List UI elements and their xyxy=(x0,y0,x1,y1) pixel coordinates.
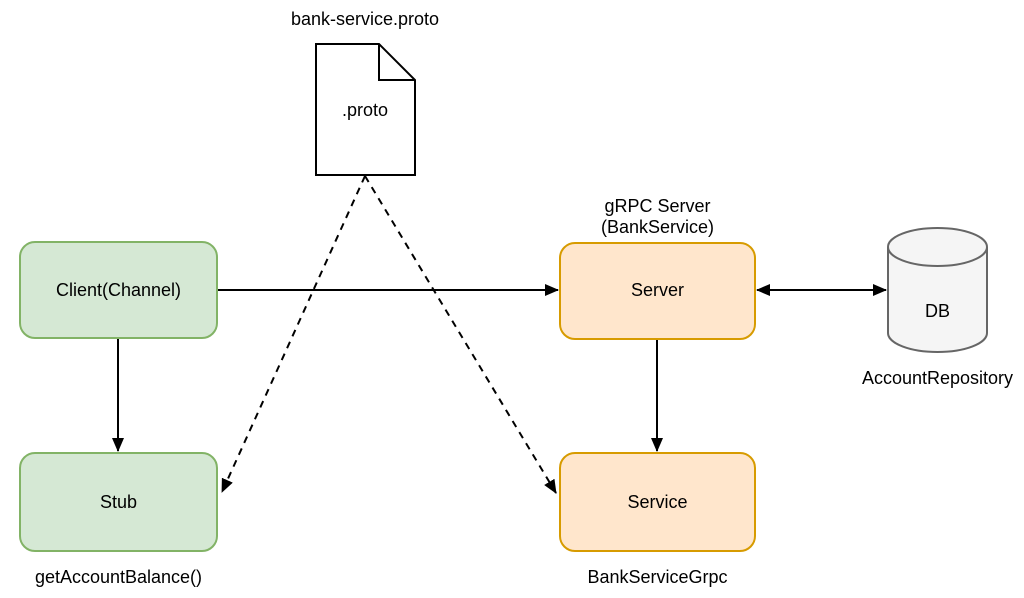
db-caption: AccountRepository xyxy=(862,368,1013,388)
document-body xyxy=(315,43,416,176)
service-box xyxy=(559,452,756,552)
proto-document-icon: .proto xyxy=(315,43,416,176)
client-box xyxy=(19,241,218,339)
server-label: Server xyxy=(631,280,684,300)
client-node: Client(Channel) xyxy=(19,241,218,339)
db-label: DB xyxy=(925,301,950,321)
stub-label: Stub xyxy=(100,492,137,512)
service-node: Service xyxy=(559,452,756,552)
database-icon: DB xyxy=(887,227,988,353)
server-box xyxy=(559,242,756,340)
db-top xyxy=(887,227,988,267)
stub-caption: getAccountBalance() xyxy=(35,567,202,587)
server-node: Server xyxy=(559,242,756,340)
dashed-arrow-proto-to-service xyxy=(364,175,557,494)
service-caption: BankServiceGrpc xyxy=(587,567,727,587)
dashed-arrow-proto-to-stub xyxy=(221,175,366,493)
db-body xyxy=(887,247,988,353)
server-title-line1: gRPC Server xyxy=(604,196,710,216)
stub-node: Stub xyxy=(19,452,218,552)
proto-file-title: bank-service.proto xyxy=(291,9,439,29)
document-fold xyxy=(378,44,415,81)
service-label: Service xyxy=(627,492,687,512)
server-title-line2: (BankService) xyxy=(601,217,714,237)
proto-document-label: .proto xyxy=(342,100,388,120)
stub-box xyxy=(19,452,218,552)
client-label: Client(Channel) xyxy=(56,280,181,300)
